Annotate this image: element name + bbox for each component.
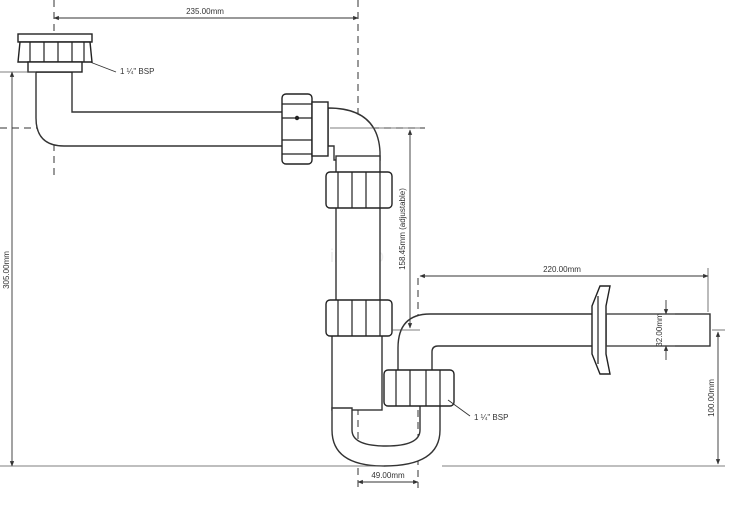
dim-label-trap-offset: 49.00mm xyxy=(371,471,405,480)
trap-body xyxy=(35,71,711,467)
dim-label-outlet-height: 100.00mm xyxy=(707,379,716,417)
arm-nut xyxy=(281,93,329,165)
dim-label-height-total: 305.00mm xyxy=(2,251,11,289)
dim-label-thread-top: 1 ¼" BSP xyxy=(120,67,154,76)
dim-label-outlet-diameter: 32.00mm xyxy=(655,313,664,347)
riser-nut-lower xyxy=(325,299,393,337)
inlet-nut xyxy=(17,33,93,73)
wall-flange xyxy=(591,285,611,375)
dim-label-width-outlet: 220.00mm xyxy=(543,265,581,274)
trap-nut xyxy=(383,369,455,407)
dim-label-tube-adjustable: 158.45mm (adjustable) xyxy=(398,188,407,270)
dim-label-width-top: 235.00mm xyxy=(186,7,224,16)
dim-label-thread-bottom: 1 ¼" BSP xyxy=(474,413,508,422)
dimensions xyxy=(0,15,725,485)
riser-nut-upper xyxy=(325,171,393,209)
